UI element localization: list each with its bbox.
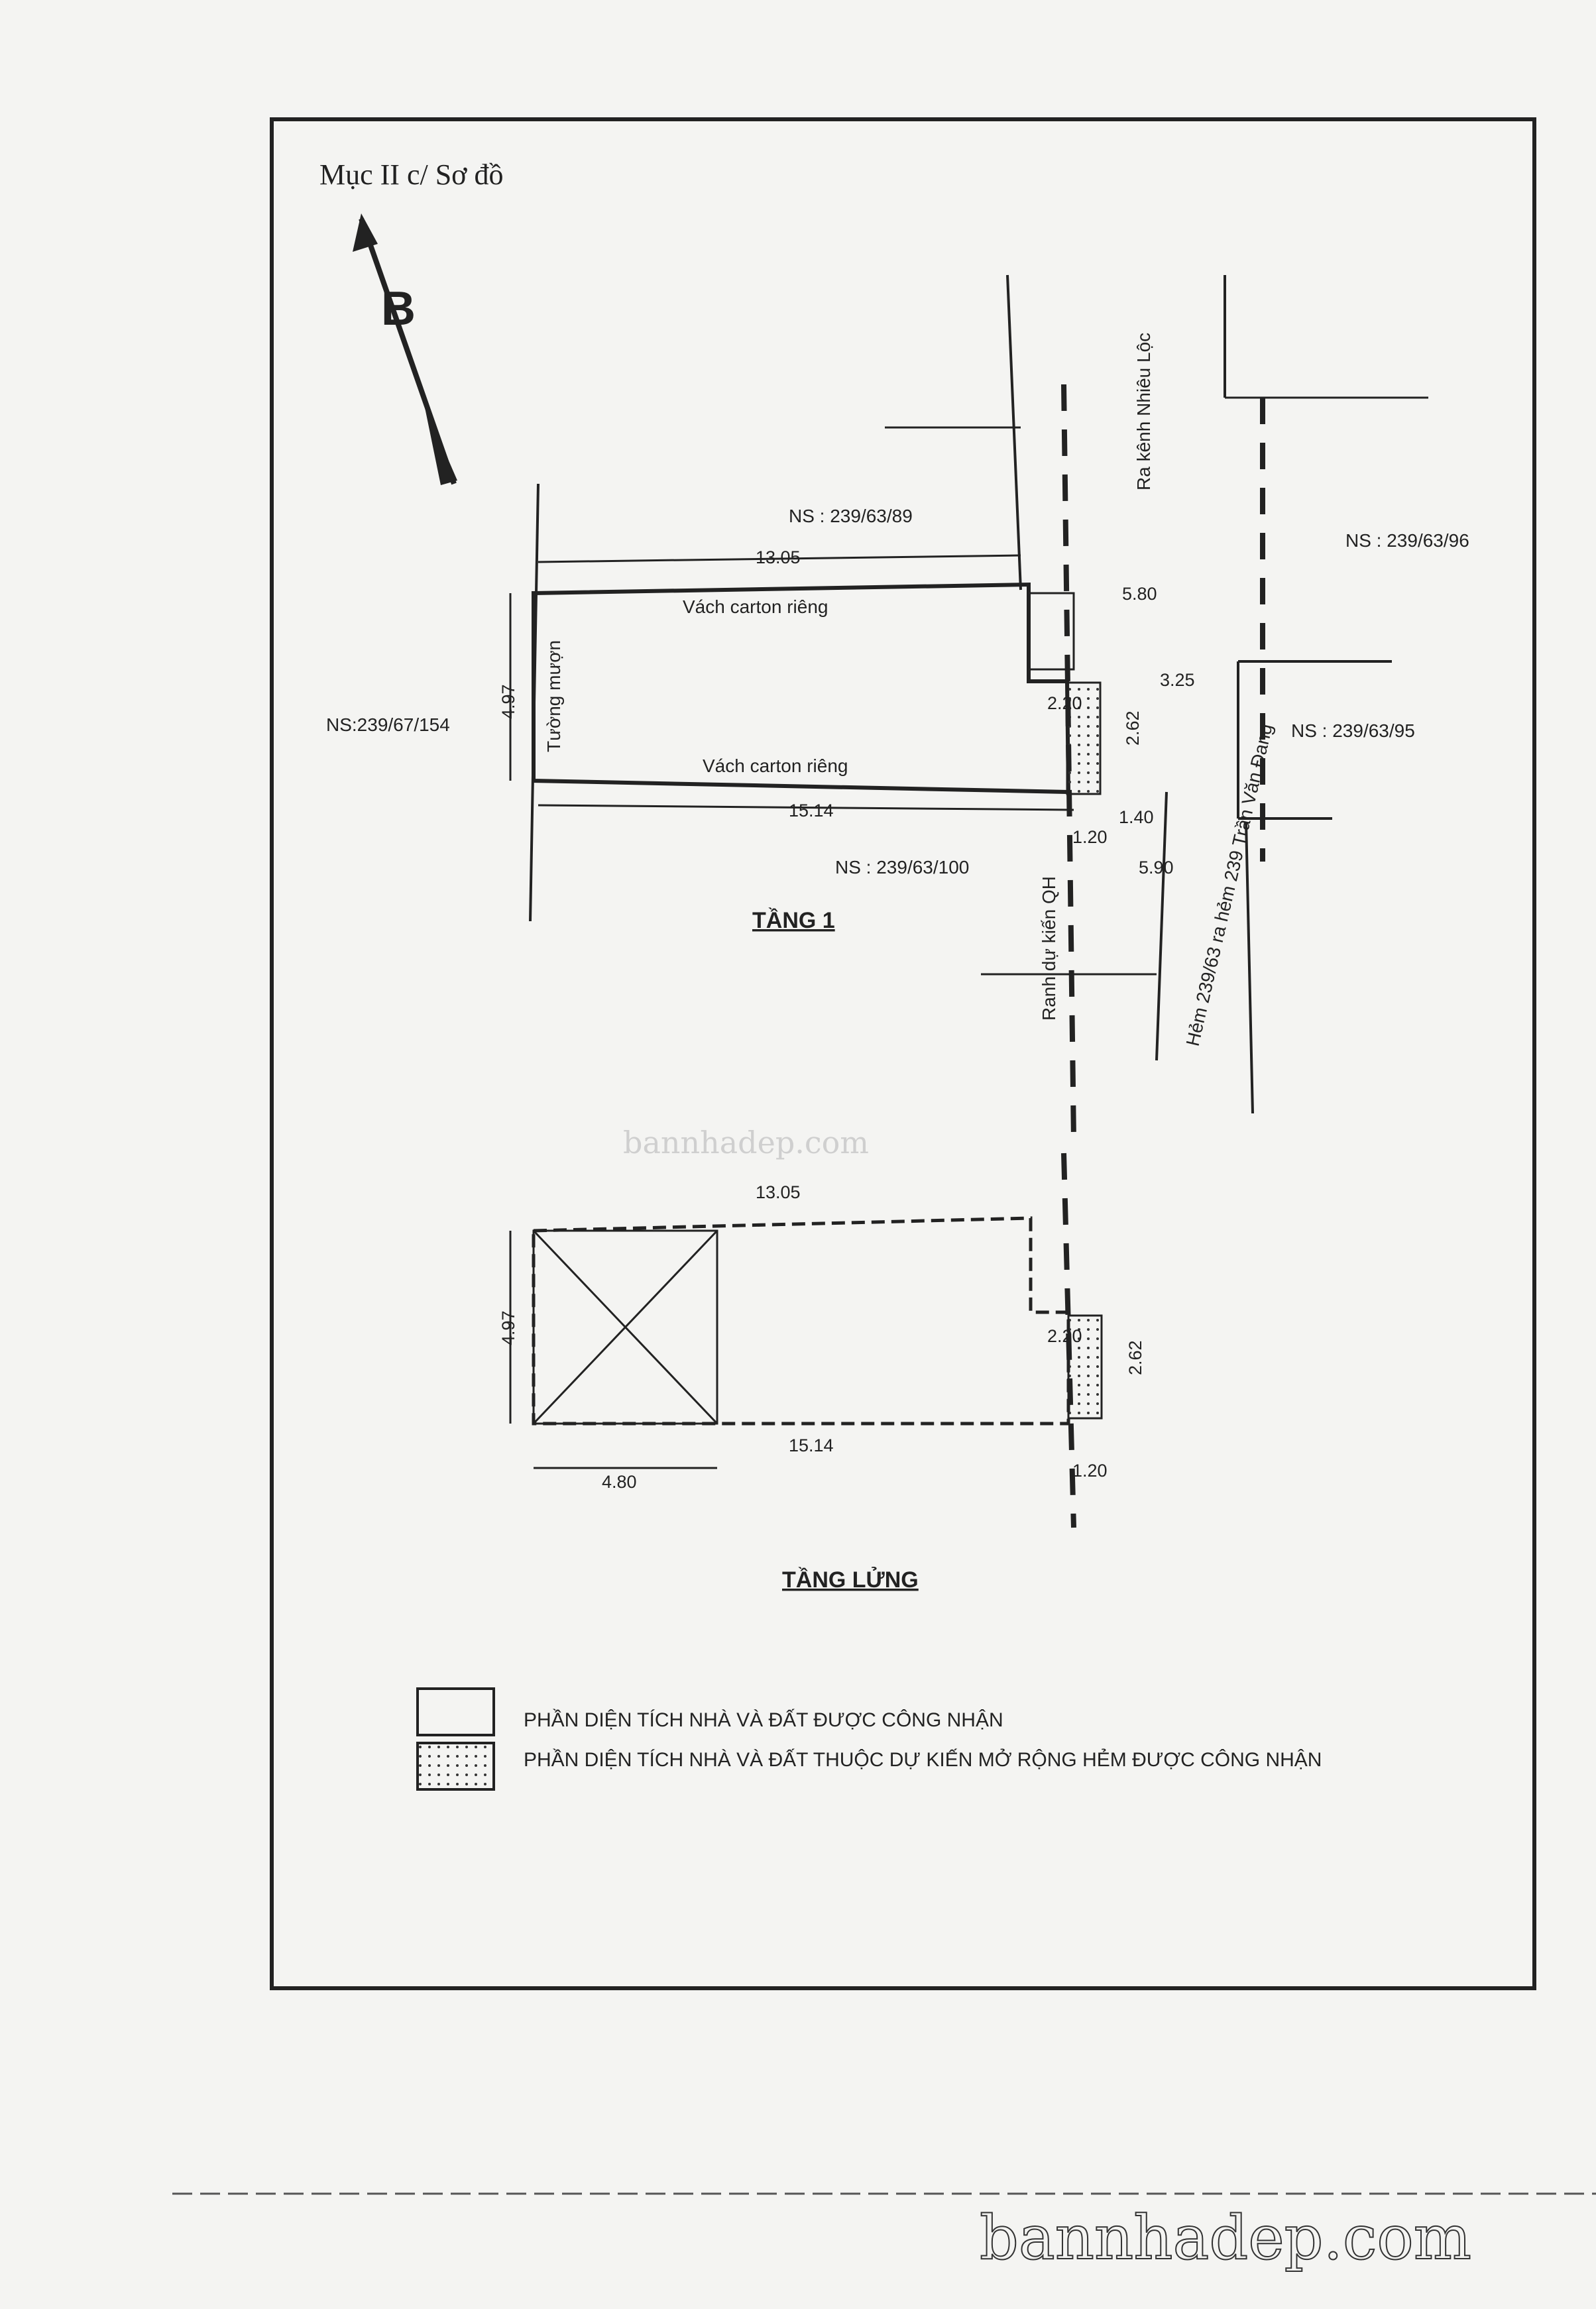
floor1-dim-d5: 1.40 [1119,807,1154,827]
floor1-dim-d3: 3.25 [1160,670,1195,690]
floor2-dim-top: 13.05 [756,1182,801,1202]
page-border [270,117,1536,1990]
north-arrow-icon [353,213,457,485]
alley-label: Hẻm 239/63 ra hẻm 239 Trần Văn Đang [1182,722,1277,1048]
legend-swatch-plain [416,1687,495,1736]
road-north-label: Ra kênh Nhiêu Lộc [1133,333,1154,490]
floor1-dim-left: 4.97 [498,684,518,719]
floor2-dim-left: 4.97 [498,1310,518,1345]
floor1-wall-bottom: Vách carton riêng [703,756,848,776]
floor2-dim-bottom: 15.14 [789,1436,834,1455]
floor1-wall-left: Tường mượn [543,640,564,752]
floor1-dim-d4: 2.62 [1123,710,1143,746]
floor1-plan [509,274,1428,1141]
floor1-dim-d6: 1.20 [1072,827,1108,847]
north-label: B [381,282,416,335]
floor1-neighbor-bottom: NS : 239/63/100 [835,857,969,877]
floor1-dim-top: 13.05 [756,547,801,567]
floor1-dotted-strip [1066,681,1102,795]
floor2-dotted-strip [1067,1314,1103,1420]
legend-item-plain: PHẦN DIỆN TÍCH NHÀ VÀ ĐẤT ĐƯỢC CÔNG NHẬN [524,1709,1003,1731]
watermark-center: bannhadep.com [623,1125,869,1160]
floor1-neighbor-right: NS : 239/63/95 [1291,720,1415,741]
floor1-wall-top: Vách carton riêng [683,596,828,617]
floor2-dim-d2: 2.20 [1047,1326,1082,1346]
planned-boundary-label: Ranh dự kiến QH [1039,876,1059,1021]
floor1-title: TẦNG 1 [752,908,835,933]
floor2-dim-d4: 2.62 [1125,1340,1145,1375]
legend-item-dotted: PHẦN DIỆN TÍCH NHÀ VÀ ĐẤT THUỘC DỰ KIẾN … [524,1748,1322,1771]
floor1-neighbor-right-top: NS : 239/63/96 [1345,530,1469,551]
floor2-dim-d6: 1.20 [1072,1461,1108,1481]
floor1-neighbor-top: NS : 239/63/89 [789,506,913,526]
floor2-title: TẦNG LỬNG [782,1567,919,1593]
floor1-dim-d2: 2.20 [1047,693,1082,713]
floor1-neighbor-left: NS:239/67/154 [326,714,450,735]
section-title: Mục II c/ Sơ đồ [319,158,503,191]
floor1-dim-d7: 5.90 [1139,858,1174,877]
floor1-dim-d1: 5.80 [1122,584,1157,604]
watermark-bottom: bannhadep.com [980,2202,1471,2273]
floor2-dim-void: 4.80 [602,1472,637,1492]
legend-swatch-dotted [416,1742,495,1791]
floor1-dim-bottom: 15.14 [789,801,834,820]
floor2-plan [509,1153,1103,1528]
